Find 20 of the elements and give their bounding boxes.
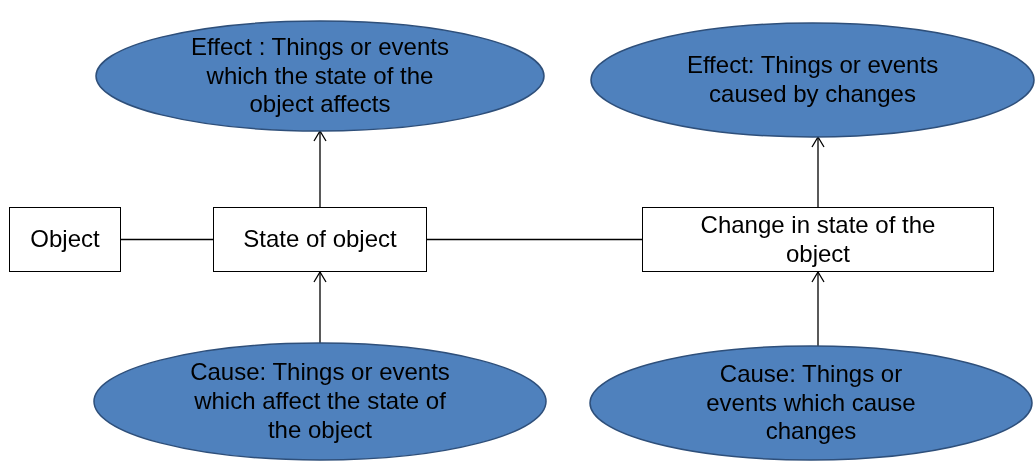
- arrow: [313, 130, 327, 208]
- process-box: [9, 207, 121, 272]
- ellipse-node: [589, 345, 1033, 461]
- node-text: Cause: Things or events which affect the state of the object: [189, 358, 451, 445]
- connector-line: [426, 238, 643, 241]
- process-box: [642, 207, 994, 272]
- ellipse-node: [590, 22, 1035, 138]
- node-text: Change in state of the object: [699, 210, 937, 269]
- arrow: [313, 271, 327, 344]
- ellipse-node: [95, 20, 545, 132]
- node-text: Cause: Things or events which cause changes: [705, 359, 917, 447]
- ellipse-node: [93, 342, 547, 461]
- node-text: State of object: [243, 225, 397, 254]
- node-text: Effect: Things or events caused by changes: [685, 51, 940, 109]
- arrow: [811, 136, 825, 208]
- process-box: [213, 207, 427, 272]
- connector-line: [120, 238, 214, 241]
- node-text: Object: [30, 225, 100, 254]
- node-text: Effect : Things or events which the state of the object affects: [190, 32, 450, 120]
- arrow: [811, 271, 825, 347]
